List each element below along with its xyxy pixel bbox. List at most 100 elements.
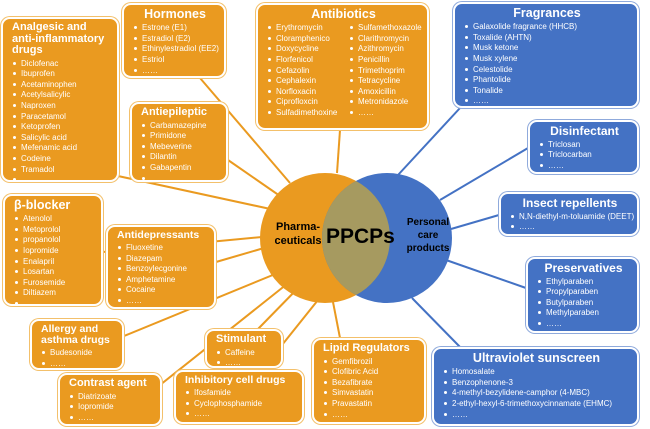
list-item: Codeine bbox=[12, 154, 110, 165]
list-item: Diatrizoate bbox=[69, 392, 153, 403]
list-item: …… bbox=[185, 409, 295, 420]
list-item: Atenolol bbox=[14, 214, 94, 225]
group-title: Antibiotics bbox=[311, 7, 376, 21]
list-item: …… bbox=[216, 358, 274, 366]
list-item: …… bbox=[323, 410, 417, 421]
list-item: …… bbox=[349, 108, 427, 119]
group-title: Antiepileptic bbox=[141, 106, 208, 118]
list-item: Ibuprofen bbox=[12, 69, 110, 80]
connector-line bbox=[227, 159, 281, 197]
list-item: Estriol bbox=[133, 55, 217, 66]
group-title: Preservatives bbox=[544, 261, 623, 275]
list-item: Losartan bbox=[14, 267, 94, 278]
group-title: Antidepressants bbox=[117, 229, 200, 241]
list-item: Iopromide bbox=[14, 246, 94, 257]
list-item: Musk ketone bbox=[464, 43, 630, 54]
analgesic-group: Analgesic and anti-inflammatory drugs Di… bbox=[1, 17, 119, 182]
list-item: Iopromide bbox=[69, 402, 153, 413]
list-item: Furosemide bbox=[14, 278, 94, 289]
list-item: Methylparaben bbox=[537, 308, 630, 319]
list-item: …… bbox=[14, 299, 94, 304]
hormones-group: Hormones Estrone (E1)Estradiol (E2)Ethin… bbox=[122, 3, 226, 78]
list-item: Mebeverine bbox=[141, 142, 219, 153]
group-title: Hormones bbox=[144, 7, 206, 21]
connector-line bbox=[332, 301, 341, 339]
list-item: Amoxicillin bbox=[349, 87, 427, 98]
list-item: Ciprofloxcin bbox=[267, 97, 349, 108]
group-title: Allergy and asthma drugs bbox=[41, 323, 110, 347]
list-item: Tramadol bbox=[12, 165, 110, 176]
list-item: Norfloxacin bbox=[267, 87, 349, 98]
connector-line bbox=[439, 147, 529, 201]
list-item: Dilantin bbox=[141, 152, 219, 163]
list-item: Florfenicol bbox=[267, 55, 349, 66]
list-item: Sulfadimethoxine bbox=[267, 108, 349, 119]
list-item: Gabapentin bbox=[141, 163, 219, 174]
connector-line bbox=[397, 107, 461, 176]
list-item: Gemfibrozil bbox=[323, 357, 417, 368]
list-item: …… bbox=[510, 222, 630, 233]
list-item: Diazepam bbox=[117, 254, 207, 265]
allergy-asthma-group: Allergy and asthma drugs Budesonide…… bbox=[30, 319, 124, 370]
list-item: Triclocarban bbox=[539, 150, 630, 161]
list-item: Doxycycline bbox=[267, 44, 349, 55]
item-list: Galaxolide fragrance (HHCB)Toxalide (AHT… bbox=[464, 22, 630, 106]
list-item: Musk xylene bbox=[464, 54, 630, 65]
list-item: …… bbox=[12, 175, 110, 180]
pharmaceuticals-label: Pharma- ceuticals bbox=[274, 221, 322, 247]
list-item: Galaxolide fragrance (HHCB) bbox=[464, 22, 630, 33]
list-item: Propylparaben bbox=[537, 287, 630, 298]
list-item: Enalapril bbox=[14, 257, 94, 268]
list-item: Carbamazepine bbox=[141, 121, 219, 132]
group-title: Lipid Regulators bbox=[323, 342, 410, 354]
list-item: …… bbox=[537, 319, 630, 330]
list-item: Amphetamine bbox=[117, 275, 207, 286]
list-item: …… bbox=[117, 296, 207, 307]
list-item: N,N-diethyl-m-toluamide (DEET) bbox=[510, 212, 634, 223]
list-item: Benzophenone-3 bbox=[443, 378, 630, 389]
list-item: Tonalide bbox=[464, 86, 630, 97]
list-item: Butylparaben bbox=[537, 298, 630, 309]
list-item: Metoprolol bbox=[14, 225, 94, 236]
connector-line bbox=[445, 259, 527, 289]
list-item: Simvastatin bbox=[323, 388, 417, 399]
list-item: Celestolide bbox=[464, 65, 630, 76]
group-title: β-blocker bbox=[14, 198, 71, 212]
list-item: Clarithromycin bbox=[349, 34, 427, 45]
list-item: Azithromycin bbox=[349, 44, 427, 55]
item-list: Caffeine…… bbox=[216, 348, 274, 366]
list-item: Sulfamethoxazole bbox=[349, 23, 427, 34]
list-item: Clofibric Acid bbox=[323, 367, 417, 378]
group-title: Disinfectant bbox=[550, 124, 619, 138]
list-item: Toxalide (AHTN) bbox=[464, 33, 630, 44]
list-item: Budesonide bbox=[41, 348, 115, 359]
list-item: Acetylsalicylic bbox=[12, 90, 110, 101]
list-item: propanolol bbox=[14, 235, 94, 246]
connector-line bbox=[411, 297, 461, 348]
group-title: Stimulant bbox=[216, 333, 267, 345]
list-item: Naproxen bbox=[12, 101, 110, 112]
group-title: Insect repellents bbox=[522, 196, 618, 210]
list-item: Metronidazole bbox=[349, 97, 427, 108]
item-list: Estrone (E1)Estradiol (E2)Ethinylestradi… bbox=[133, 23, 219, 76]
list-item: Cocaine bbox=[117, 285, 207, 296]
list-item: Cloramphenico bbox=[267, 34, 349, 45]
